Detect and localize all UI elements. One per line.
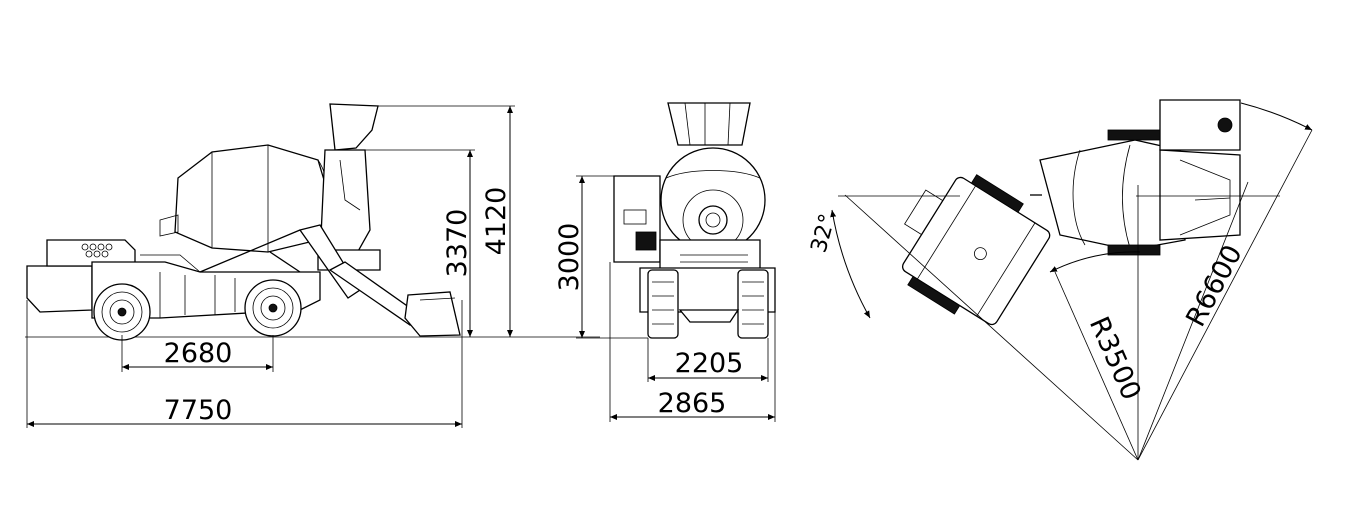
- side-dimensions: [26, 105, 515, 428]
- dim-turn-angle: 32°: [807, 211, 841, 255]
- dim-height-front: 3000: [554, 223, 585, 292]
- front-view: [613, 102, 776, 339]
- front-dimensions: [576, 175, 776, 422]
- rear-tire-top: [907, 174, 1024, 315]
- dim-overall-width: 2865: [658, 388, 727, 419]
- dim-track-width: 2205: [675, 348, 744, 379]
- dim-height-max: 4120: [481, 187, 512, 256]
- top-view: [901, 99, 1241, 326]
- dim-inner-radius: R3500: [1083, 312, 1147, 405]
- turning-geometry: [830, 102, 1313, 461]
- side-view: [25, 103, 600, 341]
- front-right-tire: [737, 269, 769, 339]
- front-wheel: [244, 279, 302, 337]
- dim-wheelbase: 2680: [164, 338, 233, 369]
- front-left-tire: [647, 269, 679, 339]
- front-grille: [680, 254, 748, 263]
- dim-overall-length: 7750: [164, 395, 233, 426]
- dim-outer-radius: R6600: [1180, 240, 1248, 332]
- mixer-drum: [159, 144, 331, 253]
- rear-wheel: [93, 283, 151, 341]
- dim-height-drum: 3370: [442, 209, 473, 278]
- radiator-grille: [81, 243, 113, 258]
